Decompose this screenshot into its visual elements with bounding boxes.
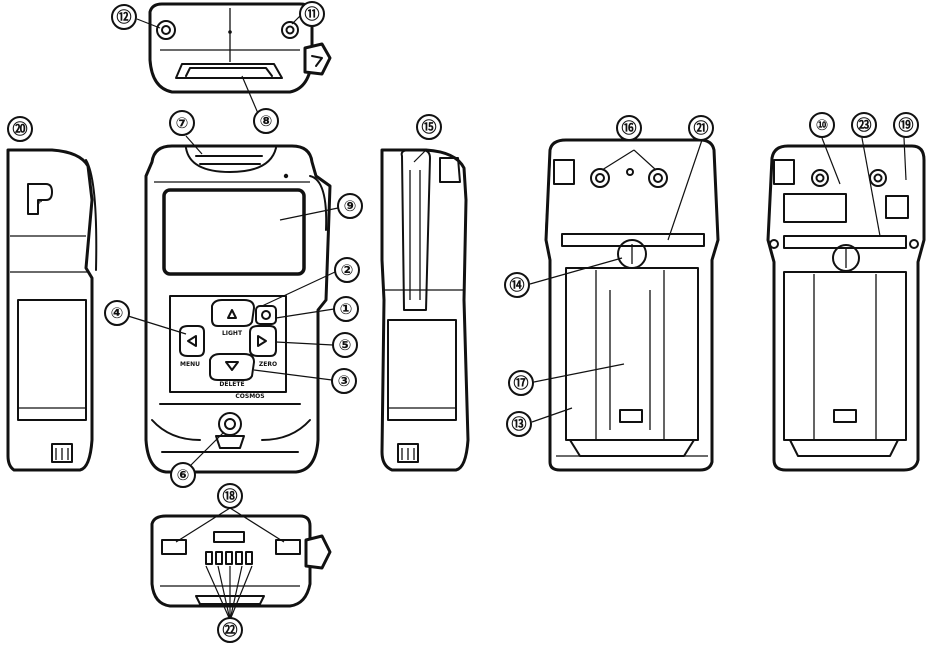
- callout-number: ⑮: [421, 118, 436, 136]
- callout-circle: [7, 116, 33, 142]
- top-view: [148, 2, 332, 94]
- callout-number: ⑳: [12, 120, 27, 138]
- callout-11: ⑪: [299, 1, 325, 27]
- callout-15: ⑮: [416, 114, 442, 140]
- callout-circle: [170, 462, 196, 488]
- callout-8: ⑧: [253, 108, 279, 134]
- callout-7: ⑦: [169, 110, 195, 136]
- callout-16: ⑯: [616, 115, 642, 141]
- callout-22: ㉒: [217, 617, 243, 643]
- callout-number: ⑩: [816, 116, 829, 134]
- callouts: ⑫ ⑪ ⑦ ⑧ ⑨ ② ① ④ ⑤ ③ ⑥ ⑳ ⑮ ⑯ ㉑ ⑭ ⑰ ⑬ ⑩ ㉓ …: [7, 1, 919, 643]
- callout-number: ①: [340, 300, 353, 318]
- callout-17: ⑰: [508, 370, 534, 396]
- callout-number: ⑰: [513, 374, 528, 392]
- callout-number: ⑨: [344, 197, 357, 215]
- callout-18: ⑱: [217, 483, 243, 509]
- callout-12: ⑫: [111, 4, 137, 30]
- callout-number: ⑬: [511, 415, 526, 433]
- callout-number: ㉓: [856, 116, 871, 134]
- callout-circle: [337, 193, 363, 219]
- callout-circle: [111, 4, 137, 30]
- callout-circle: [299, 1, 325, 27]
- callout-number: ⑫: [116, 8, 131, 26]
- key-power[interactable]: [255, 305, 277, 325]
- key-down[interactable]: [209, 353, 255, 381]
- callout-number: ④: [111, 304, 124, 322]
- callout-number: ⑯: [621, 119, 636, 137]
- callout-9: ⑨: [337, 193, 363, 219]
- callout-circle: [809, 112, 835, 138]
- key-left[interactable]: [179, 325, 205, 357]
- key-up[interactable]: [211, 299, 255, 327]
- callout-5: ⑤: [332, 332, 358, 358]
- logo-text: COSMOS: [235, 393, 264, 400]
- back-view-open: [766, 144, 926, 472]
- callout-number: ⑧: [260, 112, 273, 130]
- callout-circle: [333, 296, 359, 322]
- callout-number: ③: [338, 372, 351, 390]
- callout-2: ②: [334, 257, 360, 283]
- callout-number: ⑭: [509, 276, 524, 294]
- callout-circle: [331, 368, 357, 394]
- callout-number: ②: [341, 261, 354, 279]
- right-side-view: [380, 148, 470, 472]
- callout-number: ⑦: [176, 114, 189, 132]
- callout-19: ⑲: [893, 112, 919, 138]
- bottom-view: [150, 514, 332, 608]
- callout-circle: [851, 112, 877, 138]
- side-letter: P: [38, 199, 43, 206]
- callout-circle: [508, 370, 534, 396]
- key-menu-label: MENU: [180, 361, 200, 368]
- left-side-view: P: [6, 148, 98, 472]
- callout-number: ⑱: [222, 487, 237, 505]
- callout-circle: [893, 112, 919, 138]
- callout-number: ⑲: [898, 116, 913, 134]
- callout-circle: [253, 108, 279, 134]
- callout-circle: [217, 617, 243, 643]
- callout-number: ㉑: [693, 119, 708, 137]
- callout-circle: [104, 300, 130, 326]
- callout-circle: [616, 115, 642, 141]
- callout-circle: [506, 411, 532, 437]
- callout-1: ①: [333, 296, 359, 322]
- callout-circle: [334, 257, 360, 283]
- callout-circle: [217, 483, 243, 509]
- callout-13: ⑬: [506, 411, 532, 437]
- callout-6: ⑥: [170, 462, 196, 488]
- callout-circle: [169, 110, 195, 136]
- callout-circle: [504, 272, 530, 298]
- callout-21: ㉑: [688, 115, 714, 141]
- key-light-label: LIGHT: [222, 330, 243, 337]
- key-zero-label: ZERO: [259, 361, 277, 368]
- callout-14: ⑭: [504, 272, 530, 298]
- callout-number: ⑥: [177, 466, 190, 484]
- callout-circle: [332, 332, 358, 358]
- callout-circle: [688, 115, 714, 141]
- callout-number: ㉒: [222, 621, 237, 639]
- callout-number: ⑪: [304, 5, 319, 23]
- callout-4: ④: [104, 300, 130, 326]
- front-view: LIGHT MENU ZERO DELETE COSMOS: [144, 144, 332, 474]
- callout-3: ③: [331, 368, 357, 394]
- leader-lines: [127, 15, 907, 621]
- callout-10: ⑩: [809, 112, 835, 138]
- callout-20: ⑳: [7, 116, 33, 142]
- callout-23: ㉓: [851, 112, 877, 138]
- back-view-cover: [544, 138, 720, 472]
- key-right[interactable]: [249, 325, 277, 357]
- callout-circle: [416, 114, 442, 140]
- key-delete-label: DELETE: [219, 381, 244, 388]
- display-screen: [162, 188, 306, 276]
- callout-number: ⑤: [339, 336, 352, 354]
